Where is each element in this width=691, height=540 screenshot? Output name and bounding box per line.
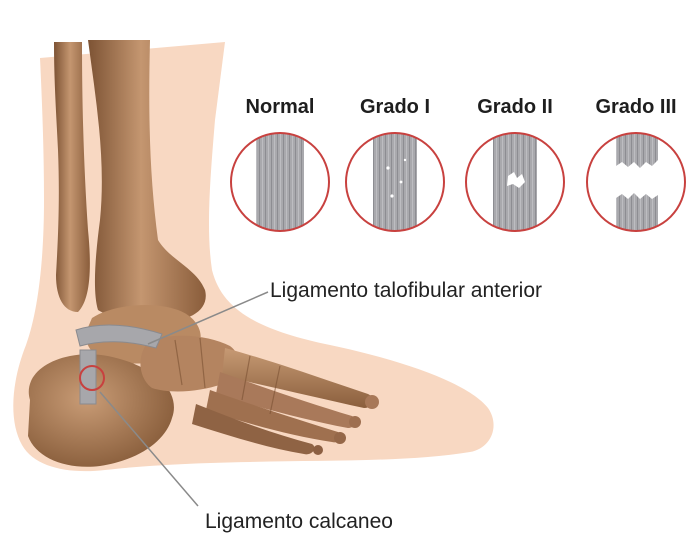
grade-title-normal: Normal [246, 96, 315, 119]
calcaneofibular-ligament [80, 350, 96, 404]
callout-label-anterior: Ligamento talofibular anterior [270, 279, 542, 303]
grade-title-grado-3: Grado III [595, 96, 676, 119]
grade-3-ligament-icon [587, 128, 685, 238]
toe-bone [334, 432, 346, 444]
grade-2-ligament-icon [466, 128, 564, 238]
grade-title-grado-2: Grado II [477, 96, 553, 119]
grade-title-grado-1: Grado I [360, 96, 430, 119]
toe-bone [365, 395, 379, 409]
toe-bone [313, 445, 323, 455]
callout-label-calcaneo: Ligamento calcaneo [205, 510, 393, 534]
grade-1-ligament-icon [346, 128, 444, 238]
toe-bone [349, 416, 361, 428]
normal-ligament-icon [231, 128, 329, 238]
